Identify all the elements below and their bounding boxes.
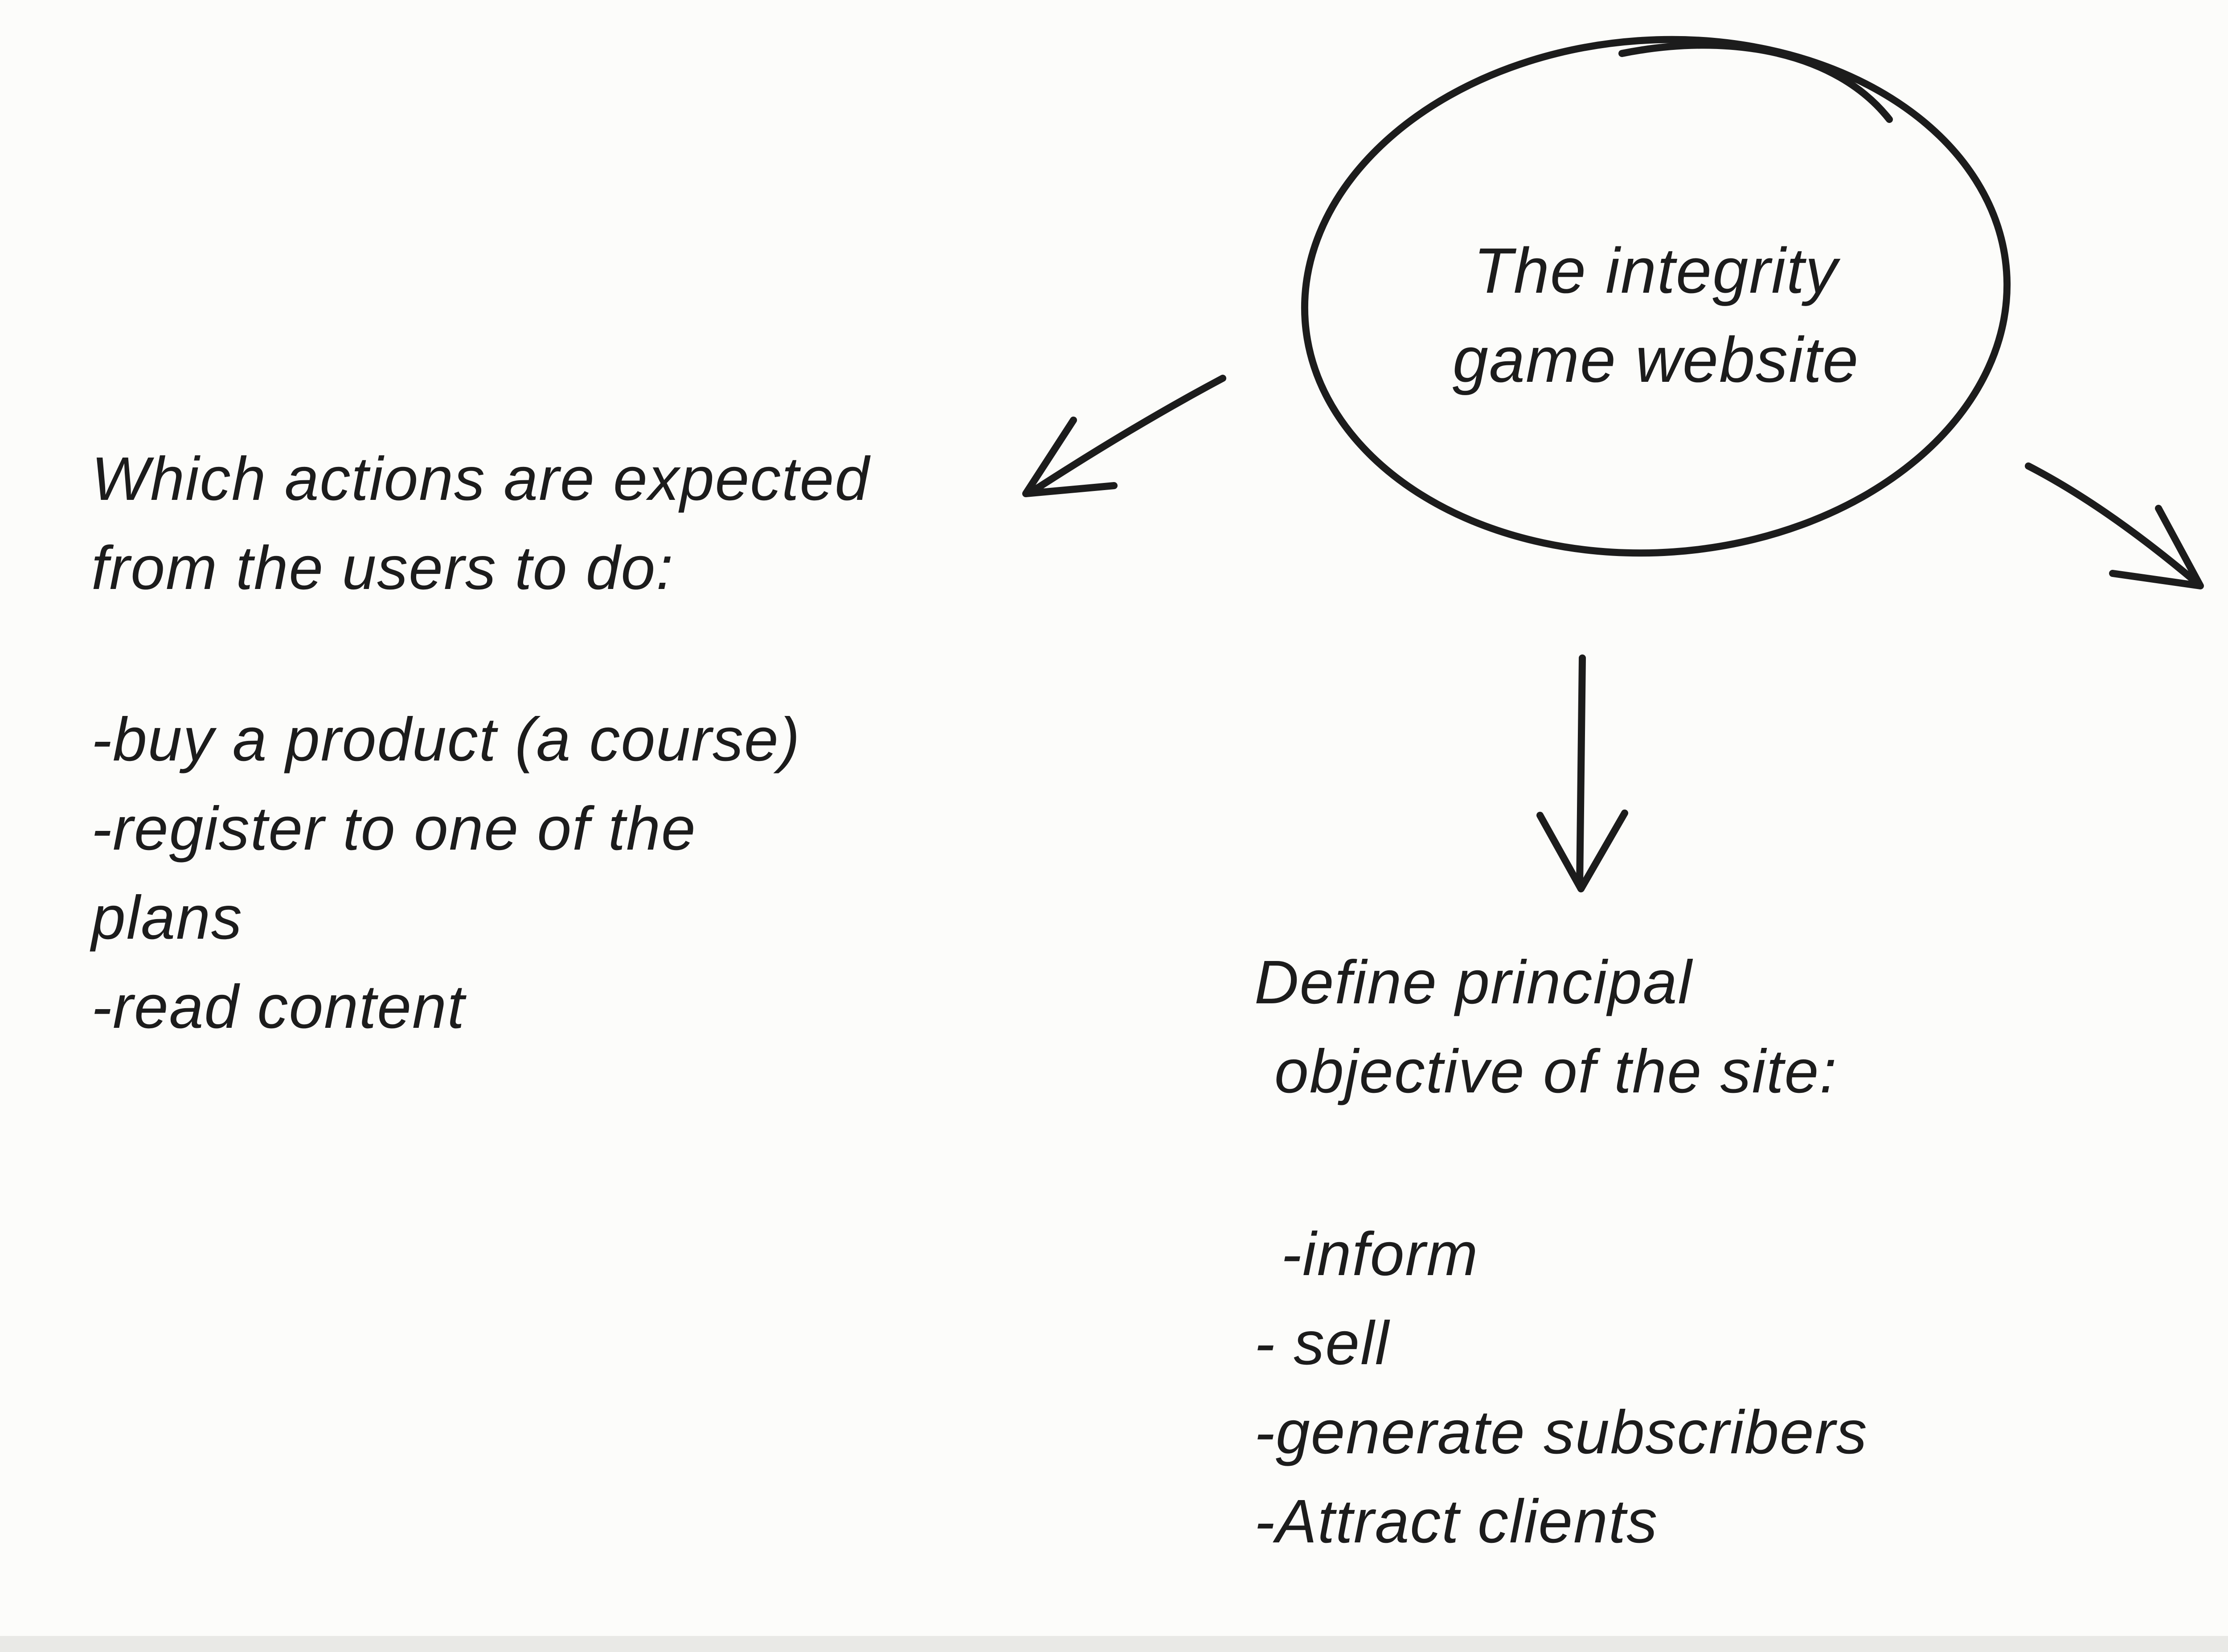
- arrow-to-actions-shaft: [1029, 375, 1226, 495]
- objective-heading-line: objective of the site:: [1274, 1037, 1838, 1106]
- center-node-circle-tail: [1618, 41, 1893, 123]
- actions-heading-line: Which actions are expected: [91, 445, 870, 513]
- actions-heading-line: from the users to do:: [91, 534, 674, 602]
- objective-item: -inform: [1281, 1220, 1479, 1288]
- center-node-label-line: game website: [1452, 324, 1859, 396]
- arrow-to-objective-head: [1536, 810, 1628, 892]
- arrow-to-audience-head: [2109, 505, 2204, 589]
- spacer: [91, 613, 870, 695]
- actions-section: Which actions are expected from the user…: [91, 434, 870, 1051]
- actions-item: plans: [91, 883, 243, 952]
- actions-item: -buy a product (a course): [91, 705, 801, 774]
- center-node: The integrity game website: [1299, 226, 2012, 405]
- spacer: [1254, 1116, 1868, 1210]
- objective-heading-line: Define principal: [1254, 948, 1693, 1017]
- actions-item: -register to one of the: [91, 794, 696, 863]
- arrow-to-actions-head: [1022, 417, 1118, 497]
- arrow-to-objective-shaft: [1576, 654, 1586, 889]
- canvas-bottom-edge: [0, 1636, 2228, 1652]
- objective-item: -generate subscribers: [1254, 1398, 1868, 1467]
- actions-item: -read content: [91, 973, 466, 1041]
- center-node-label-line: The integrity: [1473, 235, 1839, 307]
- objective-section: Define principal objective of the site: …: [1254, 938, 1868, 1566]
- arrow-to-audience-shaft: [2025, 462, 2200, 586]
- objective-item: - sell: [1254, 1309, 1390, 1378]
- objective-item: -Attract clients: [1254, 1487, 1659, 1556]
